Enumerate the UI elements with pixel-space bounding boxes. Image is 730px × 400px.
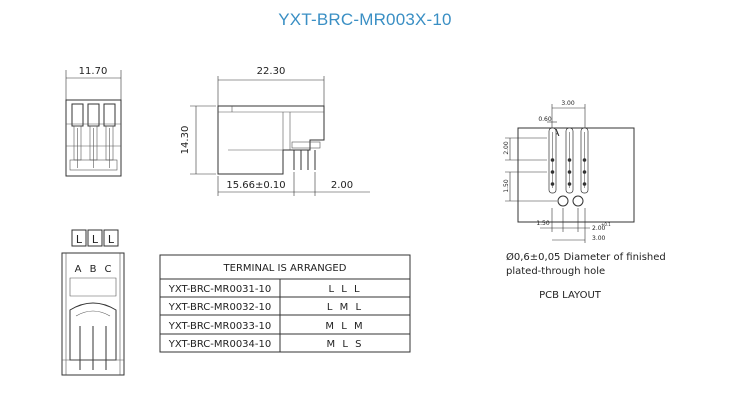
led-box-3: L: [108, 233, 115, 246]
pcb-dim-top-width: 3.00: [561, 100, 575, 107]
table-row-3-code: M L M: [325, 321, 364, 332]
table-row-1-part: YXT-BRC-MR0031-10: [168, 284, 272, 295]
pcb-dim-bottom-left: 1.50: [536, 220, 550, 227]
pin-label-a: A: [75, 264, 82, 275]
pcb-dim-bottom-pitch: 2.00: [592, 225, 606, 232]
front-view: 11.70: [65, 66, 122, 177]
terminal-table: TERMINAL IS ARRANGED YXT-BRC-MR0031-10 L…: [159, 254, 411, 353]
drawing-title: YXT-BRC-MR003X-10: [278, 10, 452, 29]
pcb-dim-top-small: 0.60: [538, 116, 552, 123]
pcb-note-line-2: plated-through hole: [506, 266, 605, 277]
pcb-dim-left-small: 2.00: [503, 141, 510, 155]
pin-label-c: C: [105, 264, 112, 275]
table-row-4-part: YXT-BRC-MR0034-10: [168, 339, 272, 350]
pcb-caption: PCB LAYOUT: [539, 290, 602, 301]
table-row-3-part: YXT-BRC-MR0033-10: [168, 321, 272, 332]
pcb-dim-left-height: 1.50: [503, 179, 510, 193]
led-box-1: L: [76, 233, 83, 246]
led-view: L L L A B C: [61, 229, 125, 376]
front-width-dim: 11.70: [79, 66, 108, 77]
pcb-dim-bottom-width: 3.00: [592, 235, 606, 242]
pcb-dim-bottom-pitch-sup: +0.1: [601, 222, 611, 227]
led-box-2: L: [92, 233, 99, 246]
table-row-1-code: L L L: [328, 284, 361, 295]
side-offset-dim: 15.66±0.10: [226, 180, 285, 191]
table-row-2-part: YXT-BRC-MR0032-10: [168, 302, 272, 313]
side-height-dim: 14.30: [180, 126, 191, 155]
side-view: 22.30 14.30 15.66±0.10 2.00: [180, 66, 370, 196]
pcb-layout: 3.00 0.60 A B C 2.00 1.50: [503, 100, 666, 301]
table-header: TERMINAL IS ARRANGED: [223, 263, 347, 274]
side-pitch-dim: 2.00: [331, 180, 353, 191]
table-row-2-code: L M L: [327, 302, 363, 313]
side-width-dim: 22.30: [257, 66, 286, 77]
pcb-note-line-1: Ø0,6±0,05 Diameter of finished: [506, 251, 666, 263]
pin-label-b: B: [90, 264, 97, 275]
table-row-4-code: M L S: [327, 339, 364, 350]
